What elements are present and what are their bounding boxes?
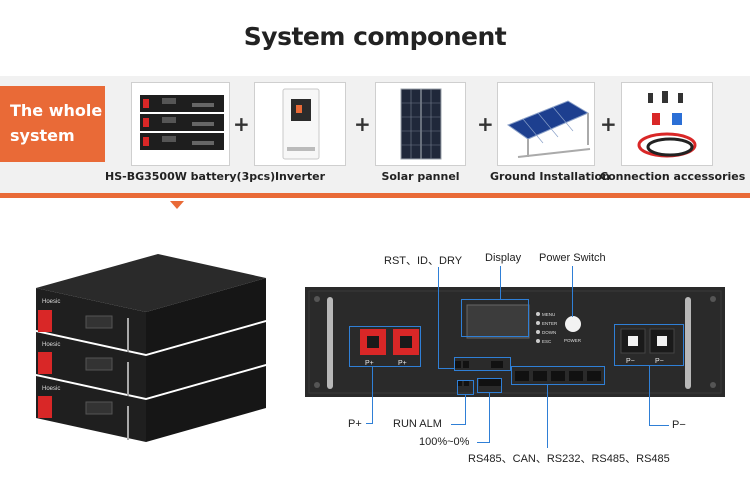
callout-box-p-minus: [614, 324, 684, 366]
leader-line: [465, 395, 466, 424]
svg-text:ESC: ESC: [542, 339, 552, 344]
svg-text:DOWN: DOWN: [542, 330, 556, 335]
plus-icon: +: [354, 112, 371, 136]
svg-text:POWER: POWER: [564, 338, 582, 343]
plus-icon: +: [233, 112, 250, 136]
leader-line: [547, 385, 548, 448]
leader-line: [649, 366, 650, 425]
svg-text:P+: P+: [398, 360, 407, 367]
page-title: System component: [243, 22, 507, 51]
caption-battery: HS-BG3500W battery(3pcs): [105, 170, 276, 183]
callout-box-comm: [511, 366, 605, 385]
leader-line: [366, 423, 373, 424]
svg-text:MENU: MENU: [542, 312, 555, 317]
leader-line: [438, 368, 454, 369]
leader-line: [649, 425, 669, 426]
inverter-icon: [282, 88, 320, 160]
label-display: Display: [485, 252, 522, 264]
caption-accessories: Connection accessories: [600, 170, 746, 183]
label-run-alm: RUN ALM: [393, 418, 442, 430]
component-card-inverter[interactable]: [254, 82, 346, 166]
caption-inverter: Inverter: [274, 170, 326, 183]
ground-mount-icon: [506, 100, 591, 158]
caption-ground: Ground Installation: [490, 170, 610, 183]
callout-box-display: [461, 299, 529, 337]
leader-line: [438, 267, 439, 368]
callout-box-p-plus: [349, 326, 421, 367]
label-rst-id-dry: RST、ID、DRY: [384, 255, 463, 267]
whole-system-banner: The whole system: [0, 86, 105, 162]
callout-box-soc: [477, 378, 502, 393]
svg-text:Hoesic: Hoesic: [42, 299, 60, 305]
label-power-switch: Power Switch: [539, 252, 606, 264]
battery-stack-illustration: Hoesic Hoesic Hoesic: [36, 254, 266, 442]
leader-line: [572, 266, 573, 317]
label-p-plus: P+: [348, 418, 362, 430]
leader-line: [500, 266, 501, 299]
component-card-solar[interactable]: [375, 82, 466, 166]
battery-stack-icon: [140, 95, 224, 150]
leader-line: [489, 393, 490, 442]
svg-text:Hoesic: Hoesic: [42, 342, 60, 348]
leader-line: [477, 442, 490, 443]
component-card-ground[interactable]: [497, 82, 595, 166]
plus-icon: +: [477, 112, 494, 136]
callout-box-rst-id-dry: [454, 357, 511, 371]
label-p-minus: P−: [672, 419, 686, 431]
svg-text:P−: P−: [626, 358, 635, 365]
banner-line-2: system: [10, 126, 75, 145]
svg-text:P−: P−: [655, 358, 664, 365]
band-divider: [0, 193, 750, 198]
leader-line: [451, 424, 466, 425]
cables-icon: [637, 91, 697, 158]
banner-line-1: The whole: [10, 101, 103, 120]
component-card-accessories[interactable]: [621, 82, 713, 166]
component-card-battery[interactable]: [131, 82, 230, 166]
selected-pointer-icon: [170, 201, 184, 209]
plus-icon: +: [600, 112, 617, 136]
solar-panel-icon: [400, 88, 442, 160]
callout-box-run-alm: [457, 380, 474, 395]
svg-text:P+: P+: [365, 360, 374, 367]
caption-solar: Solar pannel: [381, 170, 460, 183]
svg-text:Hoesic: Hoesic: [42, 386, 60, 392]
label-comm: RS485、CAN、RS232、RS485、RS485: [468, 453, 670, 465]
battery-front-panel: P+ P+ MENU ENTER DOWN ESC POWER P− P−: [305, 287, 725, 397]
label-soc: 100%~0%: [419, 436, 470, 448]
svg-text:ENTER: ENTER: [542, 321, 558, 326]
leader-line: [372, 367, 373, 423]
